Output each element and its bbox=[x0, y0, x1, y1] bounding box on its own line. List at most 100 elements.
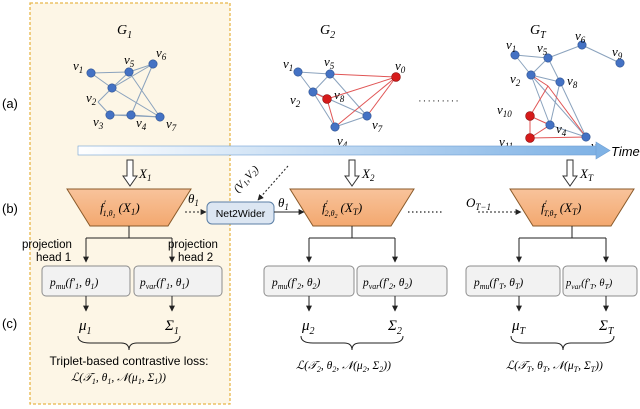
branch-lines bbox=[83, 226, 609, 263]
g1-label-v3: v3 bbox=[93, 114, 104, 131]
g2-node-0 bbox=[391, 72, 401, 82]
g1-node-4 bbox=[126, 110, 136, 120]
row-label-a: (a) bbox=[2, 96, 18, 111]
input-arrows bbox=[122, 159, 578, 187]
graph-g2: G2 v1 v5 bbox=[283, 23, 406, 150]
gt-label-v9: v9 bbox=[612, 44, 623, 61]
encoder-1-label: f′1,θ1(X1) bbox=[100, 199, 140, 220]
row-label-c: (c) bbox=[2, 316, 17, 331]
gt-label-v4: v4 bbox=[556, 121, 567, 138]
o-prev-label: OT−1 bbox=[466, 195, 491, 212]
head-boxes bbox=[41, 265, 638, 297]
braces bbox=[77, 335, 615, 351]
input-label-x2: X2 bbox=[361, 166, 375, 183]
head-box-mu-t bbox=[465, 265, 561, 297]
g1-label-v7: v7 bbox=[166, 116, 177, 133]
gt-node-7 bbox=[581, 132, 591, 142]
g1-label-v5: v5 bbox=[124, 52, 135, 69]
g1-node-6 bbox=[148, 59, 158, 69]
head-box-var-t bbox=[562, 265, 638, 297]
graph-g1-title: G1 bbox=[117, 23, 132, 41]
head-label-var-2: pvar(f′2, θ2) bbox=[362, 277, 412, 291]
graph-gt-title: GT bbox=[530, 23, 547, 41]
encoder-t bbox=[509, 188, 635, 227]
input-arrow-1 bbox=[122, 159, 138, 187]
g2-label-v5: v5 bbox=[324, 54, 335, 71]
gt-node-5 bbox=[543, 53, 553, 63]
head-label-mu-1: pmu(f′1, θ1) bbox=[49, 277, 98, 291]
g2-label-v8: v8 bbox=[334, 87, 345, 104]
brace-2 bbox=[300, 335, 404, 351]
net2wider-pair-label: (V1,V2) bbox=[231, 163, 262, 195]
gt-node-4 bbox=[545, 120, 555, 130]
output-mu-t: μT bbox=[511, 318, 527, 337]
net2wider-box bbox=[206, 201, 275, 225]
gt-label-v5: v5 bbox=[537, 40, 548, 57]
head-label-mu-t: pmu(f′T, θT) bbox=[473, 277, 523, 291]
g2-node-4 bbox=[330, 122, 340, 132]
encoders bbox=[66, 188, 635, 227]
timeline-label: Time bbox=[611, 144, 640, 159]
g1-node-7 bbox=[155, 112, 165, 122]
g1-node-2 bbox=[107, 83, 117, 93]
g2-label-v4: v4 bbox=[337, 133, 348, 150]
g2-node-2 bbox=[308, 87, 318, 97]
projection-head-1-line2: head 1 bbox=[36, 252, 71, 264]
g2-node-1 bbox=[293, 67, 303, 77]
head-label-var-1: pvar(f′1, θ1) bbox=[139, 277, 189, 291]
graph-g1: G1 v1 v5 bbox=[73, 23, 177, 133]
encoder-1 bbox=[66, 188, 192, 227]
graph-gt-nodes bbox=[510, 40, 625, 143]
projection-head-2-line1: projection bbox=[168, 239, 218, 251]
g2-label-v7: v7 bbox=[372, 117, 383, 134]
theta1-left-label: θ1 bbox=[188, 191, 199, 208]
g2-label-v2: v2 bbox=[290, 92, 301, 109]
graph-g2-nodes bbox=[293, 67, 401, 132]
g1-label-v4: v4 bbox=[136, 115, 147, 132]
output-sigma-1: Σ1 bbox=[164, 318, 179, 337]
input-label-xt: XT bbox=[579, 166, 594, 183]
gt-node-6 bbox=[577, 40, 587, 50]
gt-node-2 bbox=[526, 70, 536, 80]
projection-head-2-line2: head 2 bbox=[178, 252, 213, 264]
gt-node-11 bbox=[525, 133, 535, 143]
graph-gt-edges bbox=[514, 44, 621, 138]
brace-t bbox=[510, 335, 615, 351]
head-box-var-1 bbox=[133, 265, 223, 297]
net2wider-label: Net2Wider bbox=[216, 208, 266, 220]
net2wider-group: Net2Wider (V1,V2) bbox=[185, 163, 305, 225]
vpair-to-net2wider-arrow bbox=[257, 165, 289, 201]
gt-label-v2: v2 bbox=[510, 71, 521, 88]
projection-head-1-line1: projection bbox=[22, 239, 72, 251]
input-label-x1: X1 bbox=[138, 166, 151, 183]
graph-ellipsis: ········· bbox=[418, 95, 460, 107]
g2-node-5 bbox=[325, 69, 335, 79]
timeline-bar bbox=[77, 145, 599, 156]
g2-label-v0: v0 bbox=[395, 58, 406, 75]
theta1-right-label: θ1 bbox=[278, 195, 289, 212]
loss-2: ℒ(𝒯2, θ2, 𝒩(μ2, Σ2)) bbox=[296, 360, 391, 374]
brace-1 bbox=[77, 335, 181, 351]
branch-1-split bbox=[86, 226, 172, 239]
timeline-arrowhead bbox=[595, 141, 611, 160]
encoder-t-label: f′T,θT(XT) bbox=[541, 199, 581, 220]
row-label-b: (b) bbox=[2, 201, 18, 216]
gt-label-v6: v6 bbox=[575, 28, 586, 45]
g1-node-1 bbox=[86, 68, 96, 78]
branch-t-split bbox=[519, 226, 606, 239]
g1-label-v6: v6 bbox=[156, 45, 167, 62]
gt-node-1 bbox=[510, 50, 520, 60]
head-box-var-2 bbox=[356, 265, 448, 297]
gt-label-v8: v8 bbox=[567, 73, 578, 90]
output-mu-1: μ1 bbox=[78, 318, 92, 337]
loss-caption: Triplet-based contrastive loss: bbox=[50, 354, 209, 368]
head-label-var-t: pvar(f′T, θT) bbox=[565, 278, 613, 291]
g1-label-v1: v1 bbox=[73, 58, 83, 75]
encoder-2 bbox=[289, 188, 415, 227]
g1-node-5 bbox=[124, 67, 134, 77]
graph-g2-title: G2 bbox=[320, 23, 335, 41]
head-output-arrows bbox=[83, 296, 609, 312]
g2-node-7 bbox=[362, 111, 372, 121]
gt-node-9 bbox=[615, 58, 625, 68]
